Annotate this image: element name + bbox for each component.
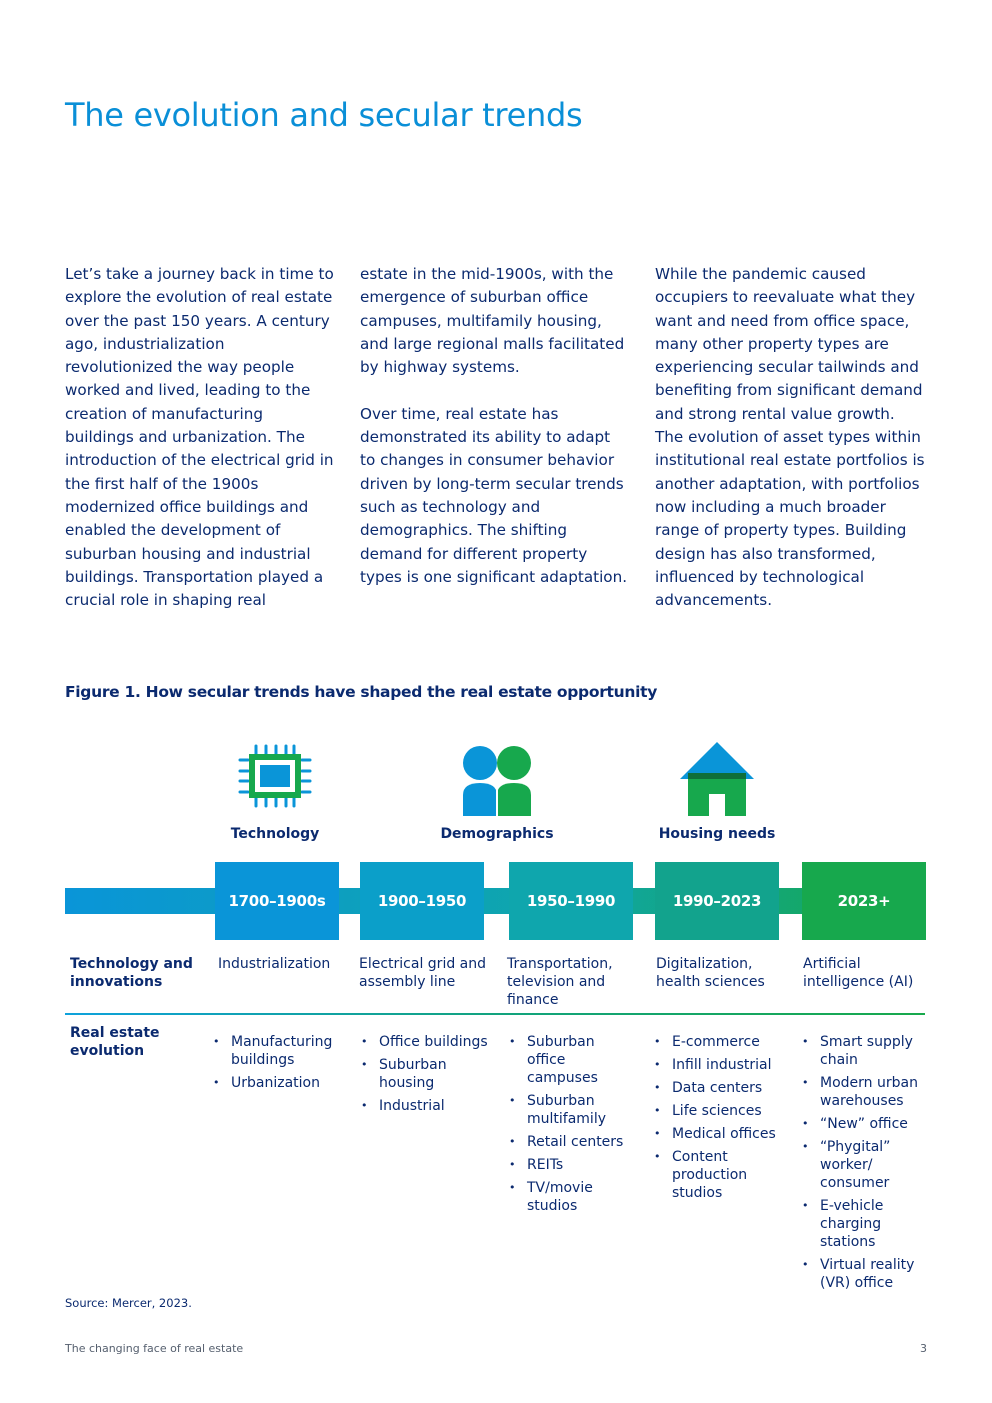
era-box: 1900–1950 <box>360 862 484 940</box>
figure-title: Figure 1. How secular trends have shaped… <box>65 683 658 701</box>
icon-label-demographics: Demographics <box>440 826 554 842</box>
evolution-list: Manufacturing buildings Urbanization <box>213 1033 345 1097</box>
tech-cell: Transportation, television and finance <box>507 956 613 1008</box>
page-title: The evolution and secular trends <box>65 96 583 134</box>
list-item: Industrial <box>361 1097 493 1115</box>
list-item: Virtual reality (VR) office <box>802 1256 928 1292</box>
list-item: Infill industrial <box>654 1056 780 1074</box>
page-number: 3 <box>920 1342 927 1355</box>
evolution-list: E-commerce Infill industrial Data center… <box>654 1033 780 1207</box>
people-icon <box>463 746 531 816</box>
list-item: Suburban office campuses <box>509 1033 629 1087</box>
evolution-list: Suburban office campuses Suburban multif… <box>509 1033 629 1220</box>
list-item: Smart supply chain <box>802 1033 928 1069</box>
evolution-list: Smart supply chain Modern urban warehous… <box>802 1033 928 1297</box>
paragraph: Over time, real estate has demonstrated … <box>360 404 628 586</box>
list-item: Content production studios <box>654 1148 780 1202</box>
list-item: TV/movie studios <box>509 1179 629 1215</box>
body-column-2: estate in the mid-1900s, with the emerge… <box>360 263 630 589</box>
list-item: “New” office <box>802 1115 928 1133</box>
list-item: Medical offices <box>654 1125 780 1143</box>
list-item: Data centers <box>654 1079 780 1097</box>
list-item: Office buildings <box>361 1033 493 1051</box>
paragraph: estate in the mid-1900s, with the emerge… <box>360 265 625 377</box>
body-column-3: While the pandemic caused occupiers to r… <box>655 263 925 612</box>
list-item: Retail centers <box>509 1133 629 1151</box>
body-column-1: Let’s take a journey back in time to exp… <box>65 263 335 612</box>
list-item: REITs <box>509 1156 629 1174</box>
source-note: Source: Mercer, 2023. <box>65 1296 192 1310</box>
era-box: 1990–2023 <box>655 862 779 940</box>
microchip-icon <box>238 744 312 808</box>
list-item: Modern urban warehouses <box>802 1074 928 1110</box>
evolution-list: Office buildings Suburban housing Indust… <box>361 1033 493 1120</box>
era-box: 1700–1900s <box>215 862 339 940</box>
paragraph: Let’s take a journey back in time to exp… <box>65 265 334 610</box>
row-divider <box>65 1013 925 1015</box>
list-item: Manufacturing buildings <box>213 1033 345 1069</box>
paragraph: While the pandemic caused occupiers to r… <box>655 265 925 610</box>
list-item: E-commerce <box>654 1033 780 1051</box>
row-header-evolution: Real estate evolution <box>70 1025 160 1059</box>
tech-cell: Artificial intelligence (AI) <box>803 956 914 990</box>
list-item: “Phygital” worker/ consumer <box>802 1138 928 1192</box>
row-header-technology: Technology and innovations <box>70 956 193 990</box>
icon-label-technology: Technology <box>230 826 320 842</box>
era-box: 2023+ <box>802 862 926 940</box>
list-item: E-vehicle charging stations <box>802 1197 928 1251</box>
list-item: Suburban multifamily <box>509 1092 629 1128</box>
tech-cell: Electrical grid and assembly line <box>359 956 487 990</box>
house-icon <box>680 742 754 816</box>
timeline-band <box>65 888 925 914</box>
list-item: Urbanization <box>213 1074 345 1092</box>
icon-label-housing-needs: Housing needs <box>658 826 776 842</box>
tech-cell: Industrialization <box>218 956 331 972</box>
tech-cell: Digitalization, health sciences <box>656 956 765 990</box>
list-item: Suburban housing <box>361 1056 493 1092</box>
footer-title: The changing face of real estate <box>65 1342 244 1355</box>
list-item: Life sciences <box>654 1102 780 1120</box>
era-box: 1950–1990 <box>509 862 633 940</box>
